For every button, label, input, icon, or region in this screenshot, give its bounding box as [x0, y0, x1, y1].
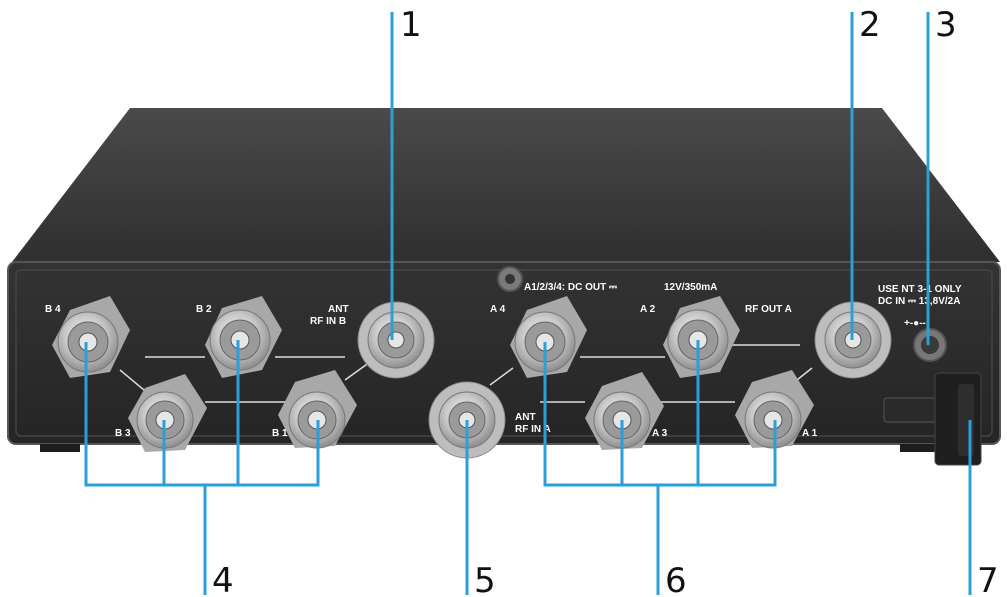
mounting-screw-hole	[505, 274, 515, 284]
dc-in-socket[interactable]	[913, 328, 947, 362]
panel-interconnect-lines	[119, 344, 813, 403]
label-polarity: +-●--	[904, 318, 926, 329]
label-dc-out-rating: 12V/350mA	[664, 282, 717, 293]
callout-2: 2	[859, 5, 881, 45]
callout-3: 3	[935, 5, 957, 45]
connector-b4[interactable]	[52, 296, 130, 378]
label-a3: A 3	[652, 428, 668, 439]
label-dc-out: A1/2/3/4: DC OUT ⎓	[524, 282, 617, 293]
label-b2: B 2	[196, 304, 212, 315]
connector-b2[interactable]	[205, 296, 282, 378]
connector-a4[interactable]	[510, 296, 587, 378]
label-rf-out-a: RF OUT A	[745, 304, 792, 315]
label-b3: B 3	[115, 428, 131, 439]
label-b1: B 1	[272, 428, 288, 439]
callout-5: 5	[474, 561, 496, 597]
label-a4: A 4	[490, 304, 506, 315]
device-housing-top	[12, 108, 1000, 262]
callout-7: 7	[977, 561, 999, 597]
device-foot-left	[40, 444, 80, 452]
label-ant-a-line1: ANT	[515, 412, 536, 423]
label-a2: A 2	[640, 304, 656, 315]
connector-ant-rf-in-b[interactable]	[357, 301, 435, 379]
label-use-only: USE NT 3-1 ONLY	[878, 284, 962, 295]
label-ant-b-line2: RF IN B	[310, 316, 346, 327]
leader-6	[543, 342, 777, 487]
device-foot-right	[900, 444, 940, 452]
callout-1: 1	[400, 5, 422, 45]
label-b4: B 4	[45, 304, 61, 315]
connector-a1[interactable]	[735, 370, 814, 449]
leader-lines	[84, 12, 972, 595]
label-dc-in: DC IN ⎓ 13,8V/2A	[878, 296, 960, 307]
label-a1: A 1	[802, 428, 818, 439]
leader-4	[84, 342, 320, 487]
label-ant-b-line1: ANT	[328, 304, 349, 315]
callout-6: 6	[665, 561, 687, 597]
label-ant-a-line2: RF IN A	[515, 424, 551, 435]
callout-4: 4	[212, 561, 234, 597]
